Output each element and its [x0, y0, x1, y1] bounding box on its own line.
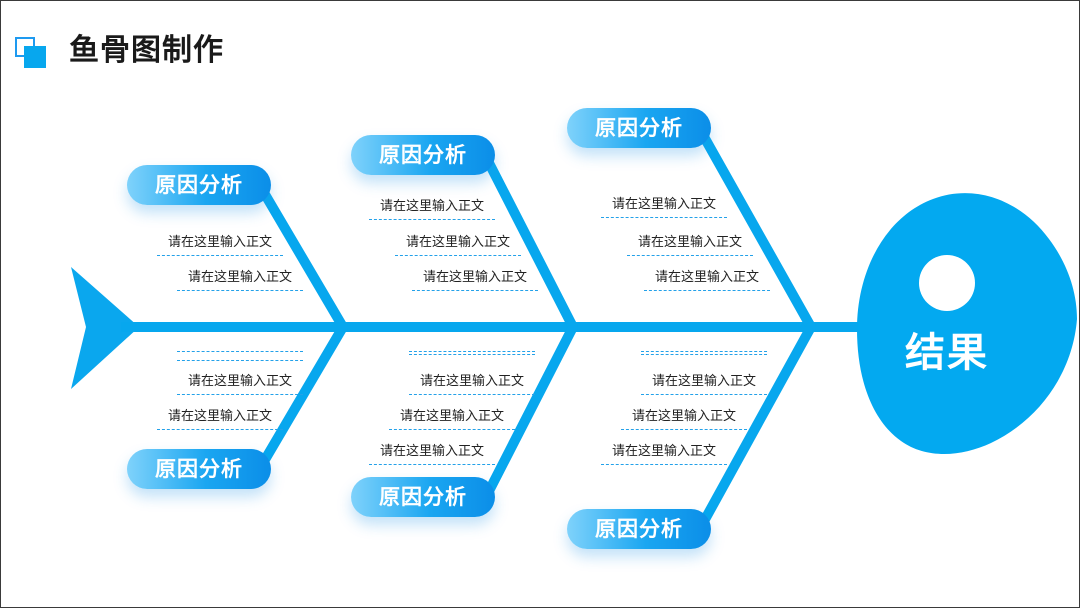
- bone-upper-3: [698, 130, 816, 332]
- bone-lower-1: [258, 322, 348, 468]
- page-title: 鱼骨图制作: [69, 33, 224, 68]
- note-text-field[interactable]: 请在这里输入正文: [389, 407, 515, 430]
- note-text-field[interactable]: 请在这里输入正文: [157, 233, 283, 256]
- note-text-field[interactable]: 请在这里输入正文: [644, 268, 770, 291]
- note-divider: [641, 351, 767, 355]
- note-text-field[interactable]: [177, 351, 303, 361]
- cause-pill-lower-2[interactable]: 原因分析: [351, 477, 495, 517]
- note-text-field[interactable]: 请在这里输入正文: [369, 442, 495, 465]
- bone-lower-3: [698, 322, 816, 528]
- result-label[interactable]: 结果: [905, 330, 989, 376]
- note-text-field[interactable]: 请在这里输入正文: [369, 197, 495, 220]
- bone-upper-1: [258, 186, 348, 332]
- bone-lower-2: [484, 322, 578, 496]
- fish-tail: [71, 267, 139, 389]
- overlapping-squares-icon: [15, 37, 49, 68]
- note-text-field[interactable]: 请在这里输入正文: [627, 233, 753, 256]
- note-text-field[interactable]: 请在这里输入正文: [177, 372, 303, 395]
- cause-pill-upper-3[interactable]: 原因分析: [567, 108, 711, 148]
- note-text-field[interactable]: 请在这里输入正文: [621, 407, 747, 430]
- note-text-field[interactable]: 请在这里输入正文: [177, 268, 303, 291]
- fish-head: [857, 193, 1077, 454]
- bone-upper-2: [484, 158, 578, 332]
- note-text-field[interactable]: 请在这里输入正文: [412, 268, 538, 291]
- cause-pill-lower-3[interactable]: 原因分析: [567, 509, 711, 549]
- note-text-field[interactable]: 请在这里输入正文: [157, 407, 283, 430]
- fish-eye: [919, 255, 975, 311]
- note-text-field[interactable]: 请在这里输入正文: [601, 195, 727, 218]
- note-text-field[interactable]: 请在这里输入正文: [601, 442, 727, 465]
- fish-spine: [121, 322, 881, 332]
- note-text-field[interactable]: 请在这里输入正文: [395, 233, 521, 256]
- cause-pill-lower-1[interactable]: 原因分析: [127, 449, 271, 489]
- note-divider: [409, 351, 535, 355]
- note-text-field[interactable]: 请在这里输入正文: [409, 372, 535, 395]
- note-text-field[interactable]: 请在这里输入正文: [641, 372, 767, 395]
- cause-pill-upper-1[interactable]: 原因分析: [127, 165, 271, 205]
- cause-pill-upper-2[interactable]: 原因分析: [351, 135, 495, 175]
